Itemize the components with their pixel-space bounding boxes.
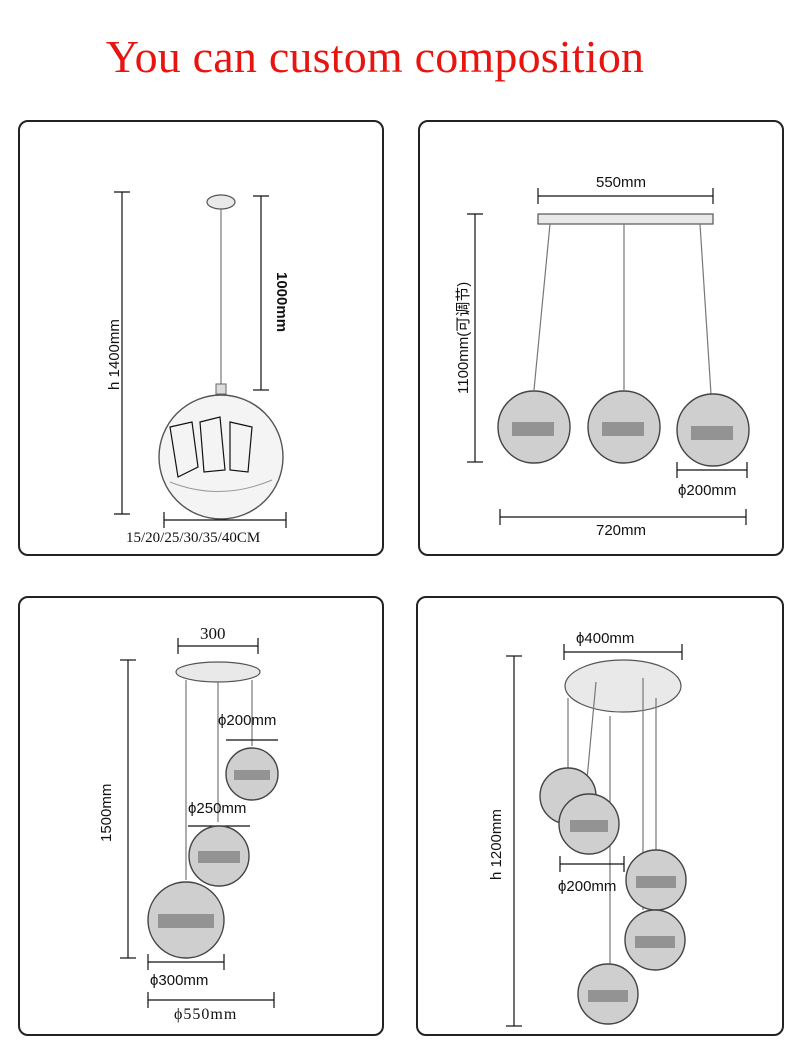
linear-pendant-diagram — [467, 188, 750, 525]
total-width-label: 720mm — [596, 522, 647, 539]
round3-pendant-diagram — [120, 638, 279, 1008]
ceiling-bar — [537, 213, 714, 225]
diameter-options-label: 15/20/25/30/35/40CM — [126, 530, 261, 546]
small-globe-label: ϕ200mm — [218, 712, 277, 729]
globe-diameter-label: ϕ200mm — [558, 878, 617, 895]
single-pendant-diagram — [114, 191, 287, 528]
linear-pendant-panel: 550mm 1100mm(可调节) ϕ200mm 720mm — [418, 120, 784, 556]
large-globe-label: ϕ300mm — [150, 972, 209, 989]
round3-pendant-panel: 300 1500mm ϕ200mm ϕ250mm ϕ300mm ϕ550mm — [18, 596, 384, 1036]
ceiling-plate — [175, 661, 261, 683]
glass-globe — [158, 394, 284, 520]
medium-globe-label: ϕ250mm — [188, 800, 247, 817]
drop-length-label: 1100mm(可调节) — [455, 281, 472, 394]
plate-width-label: 300 — [200, 624, 226, 643]
ceiling-canopy — [206, 194, 236, 210]
drop-length-label: 1500mm — [98, 783, 115, 842]
single-pendant-panel: h 1400mm 1000mm 15/20/25/30/35/40CM — [18, 120, 384, 556]
height-label: h 1400mm — [106, 319, 123, 390]
total-width-label: ϕ550mm — [174, 1006, 238, 1023]
page-title: You can custom composition — [105, 31, 645, 82]
bar-length-label: 550mm — [596, 174, 647, 191]
globe-diameter-label: ϕ200mm — [678, 482, 737, 499]
round5-pendant-diagram — [506, 644, 687, 1027]
plate-diameter-label: ϕ400mm — [576, 630, 635, 647]
ceiling-plate — [564, 659, 682, 713]
drop-length-label: h 1200mm — [488, 809, 505, 880]
round5-pendant-panel: ϕ400mm h 1200mm ϕ200mm — [416, 596, 784, 1036]
cord-length-label: 1000mm — [273, 272, 290, 333]
